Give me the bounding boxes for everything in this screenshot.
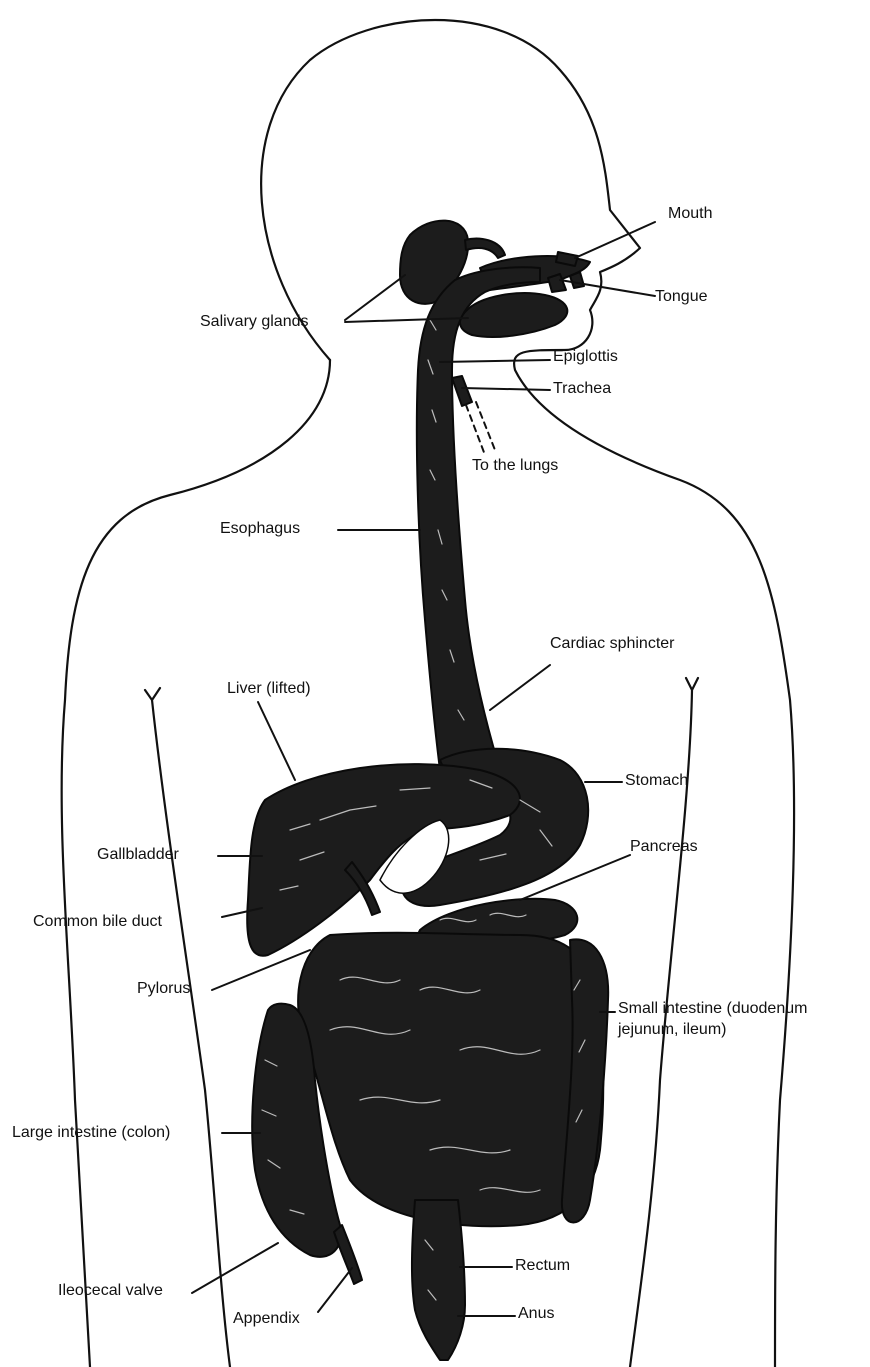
label-small-intestine-line1: Small intestine (duodenum: [618, 1000, 807, 1018]
label-trachea: Trachea: [553, 380, 611, 398]
leader-trachea: [462, 388, 550, 390]
trachea-shape: [452, 376, 472, 406]
appendix-shape: [334, 1225, 362, 1284]
label-cardiac-sphincter: Cardiac sphincter: [550, 635, 675, 653]
salivary-duct: [465, 239, 505, 258]
label-to-the-lungs: To the lungs: [472, 457, 558, 475]
label-small-intestine-line2: jejunum, ileum): [618, 1021, 726, 1039]
salivary-gland-lower: [460, 293, 567, 337]
label-pancreas: Pancreas: [630, 838, 698, 856]
label-anus: Anus: [518, 1305, 554, 1323]
label-liver: Liver (lifted): [227, 680, 311, 698]
small-intestine-shape: [298, 933, 603, 1226]
leader-liver: [258, 702, 295, 780]
label-gallbladder: Gallbladder: [97, 846, 179, 864]
leader-salivary-upper: [345, 275, 405, 320]
label-pylorus: Pylorus: [137, 980, 190, 998]
leader-epiglottis: [440, 360, 550, 362]
label-stomach: Stomach: [625, 772, 688, 790]
lungs-dashed-line: [466, 402, 495, 455]
rectum-shape: [412, 1200, 465, 1360]
label-epiglottis: Epiglottis: [553, 348, 618, 366]
leader-ileocecal-valve: [192, 1243, 278, 1293]
leader-cardiac-sphincter: [490, 665, 550, 710]
leader-appendix: [318, 1268, 352, 1312]
label-appendix: Appendix: [233, 1310, 300, 1328]
label-esophagus: Esophagus: [220, 520, 300, 538]
label-tongue: Tongue: [655, 288, 708, 306]
esophagus-shape: [417, 267, 540, 770]
left-arm-inner-line: [145, 688, 230, 1367]
label-rectum: Rectum: [515, 1257, 570, 1275]
label-mouth: Mouth: [668, 205, 712, 223]
leader-mouth: [575, 222, 655, 258]
label-large-intestine: Large intestine (colon): [12, 1124, 170, 1142]
label-common-bile-duct: Common bile duct: [33, 913, 162, 931]
label-salivary-glands: Salivary glands: [200, 313, 309, 331]
label-ileocecal-valve: Ileocecal valve: [58, 1282, 163, 1300]
